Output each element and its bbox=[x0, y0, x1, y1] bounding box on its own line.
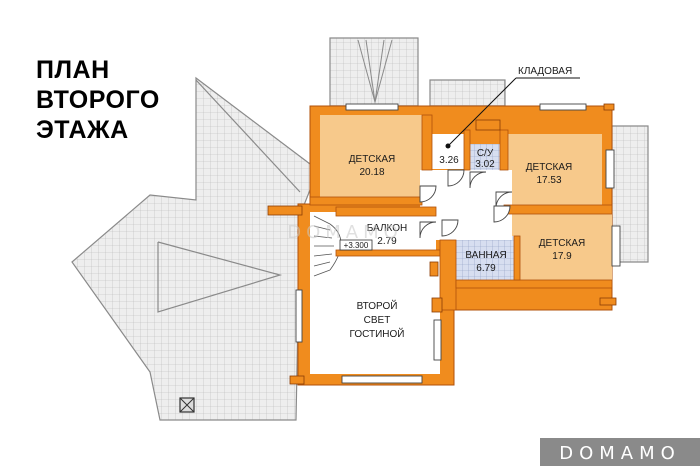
room-kladovaya bbox=[432, 134, 464, 169]
callout-kladovaya: КЛАДОВАЯ bbox=[518, 66, 572, 77]
room-detskaya-3-name: ДЕТСКАЯ bbox=[539, 238, 586, 249]
room-su-name: С/У bbox=[477, 148, 494, 159]
plan-title-line-3: ЭТАЖА bbox=[36, 116, 129, 144]
partitions bbox=[309, 114, 613, 311]
windows bbox=[295, 103, 621, 384]
room-detskaya-2-name: ДЕТСКАЯ bbox=[526, 162, 573, 173]
room-balkon-name: БАЛКОН bbox=[367, 223, 408, 234]
level-mark: +3.300 bbox=[344, 241, 369, 250]
doors bbox=[419, 169, 513, 239]
room-detskaya-2 bbox=[508, 134, 602, 205]
plan-title-line-1: ПЛАН bbox=[36, 56, 110, 84]
log-ends bbox=[267, 103, 617, 385]
roof-triangle bbox=[157, 241, 283, 313]
room-vtoroy-svet-line-2: СВЕТ bbox=[364, 315, 391, 326]
level-mark-box bbox=[339, 239, 373, 251]
room-balkon-area: 2.79 bbox=[377, 236, 397, 247]
room-vtoroy-svet-line-1: ВТОРОЙ bbox=[357, 299, 398, 312]
room-detskaya-1-area: 20.18 bbox=[359, 167, 384, 178]
room-su-area: 3.02 bbox=[475, 159, 495, 170]
house bbox=[267, 77, 621, 386]
room-detskaya-3-area: 17.9 bbox=[552, 251, 572, 262]
room-detskaya-1 bbox=[320, 115, 422, 197]
room-vannaya bbox=[456, 236, 514, 280]
plan-title-line-2: ВТОРОГО bbox=[36, 86, 160, 114]
room-su bbox=[470, 144, 500, 171]
roof-hip-line bbox=[195, 79, 301, 193]
watermark-text: DOMAMO bbox=[559, 443, 681, 464]
room-detskaya-3 bbox=[512, 214, 612, 280]
watermark-center: DOMAMO bbox=[287, 222, 403, 243]
roof-top-right bbox=[429, 79, 506, 107]
room-vannaya-area: 6.79 bbox=[476, 263, 496, 274]
roof-top-lines-2 bbox=[365, 39, 385, 103]
room-detskaya-2-area: 17.53 bbox=[536, 175, 561, 186]
roof-areas bbox=[71, 37, 649, 421]
watermark-badge bbox=[540, 438, 700, 466]
room-kladovaya-area: 3.26 bbox=[439, 155, 459, 166]
labels: ДЕТСКАЯ 20.18 3.26 С/У 3.02 ДЕТСКАЯ 17.5… bbox=[344, 66, 586, 340]
roof-left bbox=[71, 76, 319, 421]
callout-leader bbox=[447, 77, 517, 147]
room-vtoroy-svet-line-3: ГОСТИНОЙ bbox=[349, 327, 404, 340]
room-detskaya-1-name: ДЕТСКАЯ bbox=[349, 154, 396, 165]
room-vannaya-name: ВАННАЯ bbox=[465, 250, 506, 261]
